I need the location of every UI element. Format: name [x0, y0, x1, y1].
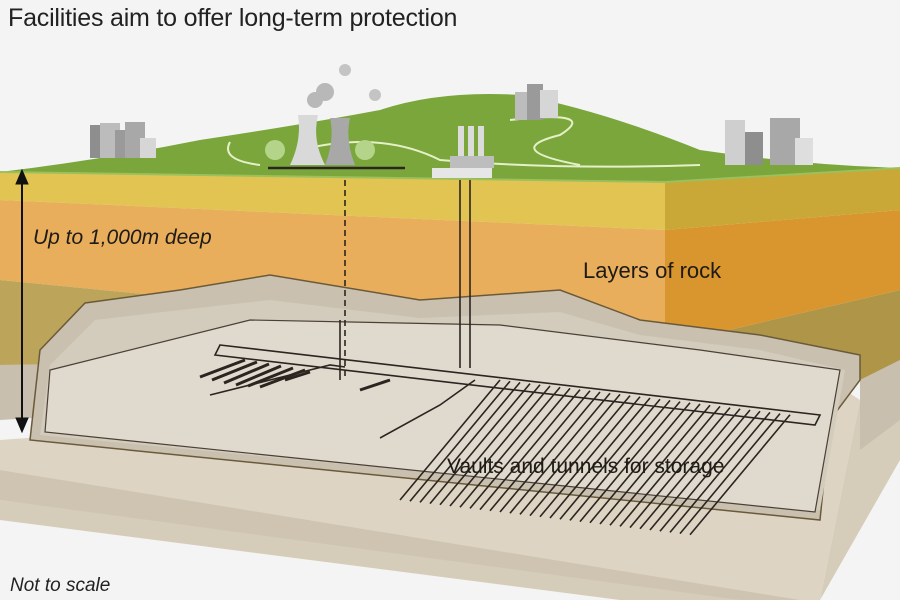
vault-tunnel [509, 392, 611, 514]
vault-tunnel [669, 411, 771, 533]
factory [432, 126, 494, 178]
vault-tunnel [539, 396, 641, 518]
town-right [725, 118, 813, 165]
vault-tunnel [679, 413, 781, 535]
vault-tunnel [579, 401, 681, 523]
vault-tunnel [629, 407, 731, 529]
rock-layers-label: Layers of rock [583, 258, 722, 283]
vault-tunnel [649, 409, 751, 531]
vault-tunnels [399, 379, 791, 536]
vault-tunnel [589, 402, 691, 524]
vault-tunnel [689, 414, 791, 536]
vault-tunnel [489, 390, 591, 512]
vault-tunnel [399, 379, 501, 501]
vault-tunnel [659, 410, 761, 532]
depth-arrow [15, 168, 29, 434]
surface-landscape [0, 94, 900, 184]
vault-tunnel [529, 395, 631, 517]
vault-tunnel [569, 399, 671, 521]
vault-tunnel [469, 387, 571, 509]
vault-tunnel [549, 397, 651, 519]
west-vault-group [199, 358, 391, 392]
vault-tunnel [639, 408, 741, 530]
vault-tunnel [479, 389, 581, 511]
vault-tunnel [459, 386, 561, 508]
main-tunnel [213, 344, 822, 426]
diagram-title: Facilities aim to offer long-term protec… [8, 4, 458, 32]
vault-tunnel [619, 405, 721, 527]
vault-tunnel [599, 403, 701, 525]
vaults-label: Vaults and tunnels for storage [447, 455, 725, 478]
vault-tunnel [409, 380, 511, 502]
town-hilltop [515, 84, 558, 120]
vault-tunnel [519, 393, 621, 515]
cooling-towers [265, 64, 405, 170]
vault-tunnel [419, 381, 521, 503]
vault-tunnel [609, 404, 711, 526]
vault-tunnel [439, 384, 541, 506]
vault-tunnel [449, 385, 551, 507]
vault-tunnel [429, 383, 531, 505]
tunnel-network [199, 170, 822, 536]
vault-tunnel [499, 391, 601, 513]
vault-tunnel [559, 398, 661, 520]
scale-note: Not to scale [10, 575, 111, 596]
town-left [90, 122, 156, 158]
depth-label: Up to 1,000m deep [33, 226, 212, 249]
